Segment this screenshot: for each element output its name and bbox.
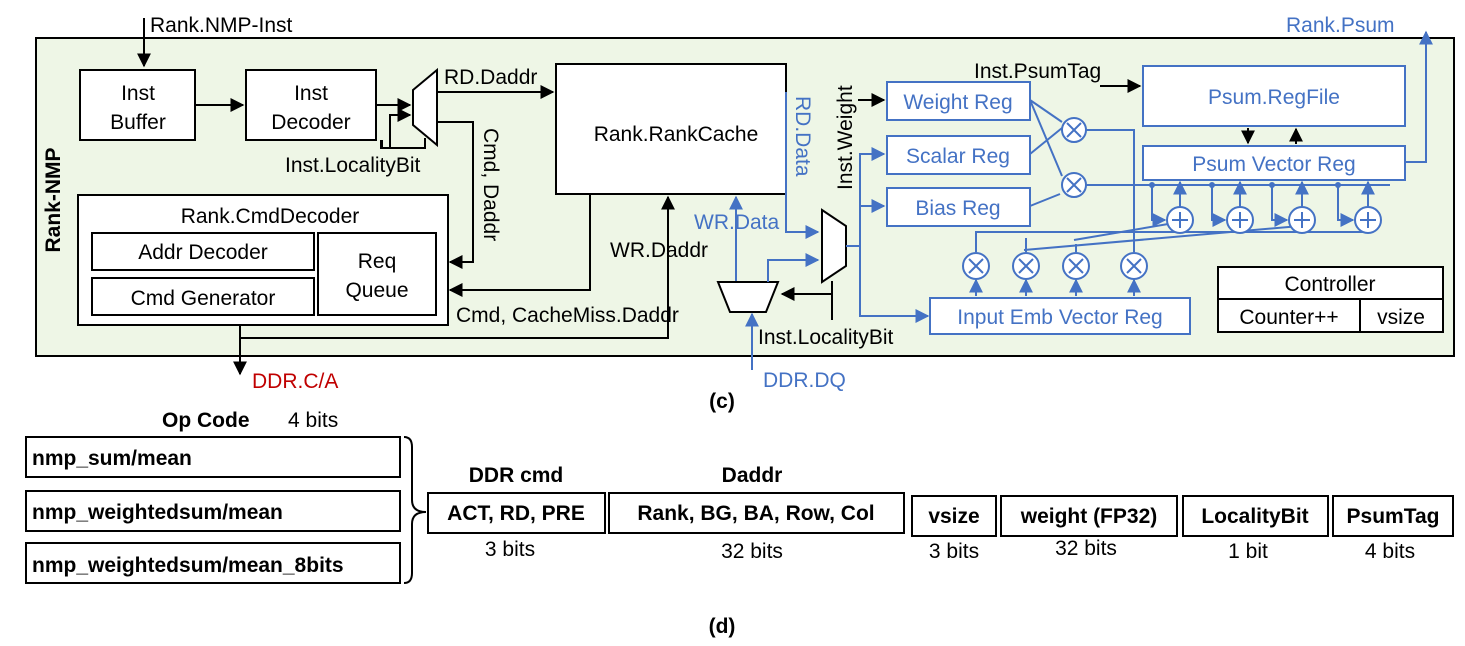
multiply-icon [1012, 252, 1040, 280]
cmd-generator-block [91, 277, 315, 316]
psum-vector-reg-label: Psum Vector Reg [1192, 153, 1355, 176]
field-label: Rank, BG, BA, Row, Col [637, 502, 874, 525]
controller-label: Controller [1284, 273, 1375, 296]
inst-decoder-label: Inst [294, 82, 328, 105]
inst-localitybit-top-label: Inst.LocalityBit [285, 154, 421, 177]
field-bits: 4 bits [1365, 540, 1415, 563]
ddr-ca-label: DDR.C/A [252, 370, 338, 393]
scalar-reg-block [886, 135, 1031, 175]
req-queue-label-2: Queue [345, 279, 408, 302]
vsize-block [1359, 298, 1444, 333]
psum-regfile-label: Psum.RegFile [1208, 86, 1340, 109]
field-box [427, 492, 606, 534]
counter-label: Counter++ [1239, 306, 1338, 329]
inst-decoder-block [245, 69, 377, 141]
cmd-daddr-label: Cmd, Daddr [479, 128, 502, 241]
opcode-title: Op Code [162, 409, 250, 432]
field-bits: 3 bits [485, 538, 535, 561]
inst-decoder-label-2: Decoder [271, 111, 350, 134]
multiply-icon [962, 252, 990, 280]
right-mux [821, 208, 847, 284]
cmd-generator-label: Cmd Generator [131, 287, 276, 310]
add-icon [1354, 206, 1382, 234]
inst-psumtag-label: Inst.PsumTag [974, 60, 1101, 83]
field-header: DDR cmd [469, 464, 564, 487]
opcode-label: nmp_weightedsum/mean [32, 501, 283, 524]
field-header: Daddr [722, 464, 783, 487]
multiply-icon [1120, 252, 1148, 280]
opcode-box [25, 490, 401, 532]
vsize-label: vsize [1377, 306, 1425, 329]
cmd-decoder-label: Rank.CmdDecoder [181, 205, 360, 228]
field-box [1000, 495, 1178, 537]
req-queue-block [317, 232, 437, 316]
inst-buffer-label-2: Buffer [110, 111, 166, 134]
field-label: PsumTag [1347, 505, 1440, 528]
rd-daddr-label: RD.Daddr [444, 66, 537, 89]
controller-block [1217, 266, 1444, 300]
field-box [1182, 495, 1329, 537]
multiply-icon [1061, 117, 1087, 143]
inst-buffer-label: Inst [121, 82, 155, 105]
ddr-dq-label: DDR.DQ [763, 369, 846, 392]
opcode-brace [403, 436, 427, 584]
nmp-inst-label: Rank.NMP-Inst [150, 14, 293, 37]
multiply-icon [1062, 252, 1090, 280]
field-box [911, 495, 997, 537]
field-label: LocalityBit [1201, 505, 1308, 528]
rank-nmp-label: Rank-NMP [42, 147, 65, 252]
opcode-box [25, 542, 401, 584]
opcode-bits: 4 bits [288, 409, 338, 432]
multiply-icon [1061, 172, 1087, 198]
rank-cache-block [555, 63, 787, 195]
demux [412, 67, 438, 148]
field-label: vsize [928, 505, 979, 528]
field-label: weight (FP32) [1020, 505, 1158, 528]
inst-buffer-block [79, 69, 196, 141]
addr-decoder-label: Addr Decoder [138, 241, 268, 264]
weight-reg-label: Weight Reg [903, 91, 1012, 114]
rd-data-label: RD.Data [791, 96, 814, 177]
bottom-demux [716, 281, 780, 313]
req-queue-label: Req [358, 250, 397, 273]
field-label: ACT, RD, PRE [447, 502, 585, 525]
caption-d: (d) [709, 615, 736, 638]
inst-weight-label: Inst.Weight [834, 85, 857, 190]
addr-decoder-block [91, 232, 315, 271]
psum-vector-reg-block [1142, 145, 1406, 181]
cmd-cachemiss-label: Cmd, CacheMiss.Daddr [456, 304, 679, 327]
field-bits: 32 bits [721, 540, 783, 563]
psum-regfile-block [1142, 65, 1406, 127]
add-icon [1288, 206, 1316, 234]
rank-cache-label: Rank.RankCache [594, 123, 759, 146]
opcode-label: nmp_sum/mean [32, 447, 192, 470]
input-emb-vector-reg-block [929, 297, 1191, 335]
opcode-label: nmp_weightedsum/mean_8bits [32, 554, 344, 577]
counter-block [1217, 298, 1361, 333]
input-emb-vector-reg-label: Input Emb Vector Reg [957, 306, 1162, 329]
scalar-reg-label: Scalar Reg [906, 145, 1010, 168]
field-box [608, 492, 905, 534]
rank-psum-label: Rank.Psum [1286, 14, 1395, 37]
bias-reg-block [886, 187, 1031, 227]
weight-reg-block [886, 81, 1031, 121]
field-bits: 32 bits [1055, 537, 1117, 560]
caption-c: (c) [709, 390, 735, 413]
field-box [1332, 495, 1454, 537]
add-icon [1226, 206, 1254, 234]
add-icon [1166, 206, 1194, 234]
wr-daddr-label: WR.Daddr [610, 239, 708, 262]
opcode-box [25, 436, 401, 478]
field-bits: 3 bits [929, 540, 979, 563]
bias-reg-label: Bias Reg [915, 197, 1000, 220]
inst-localitybit-bottom-label: Inst.LocalityBit [758, 326, 894, 349]
field-bits: 1 bit [1228, 540, 1268, 563]
